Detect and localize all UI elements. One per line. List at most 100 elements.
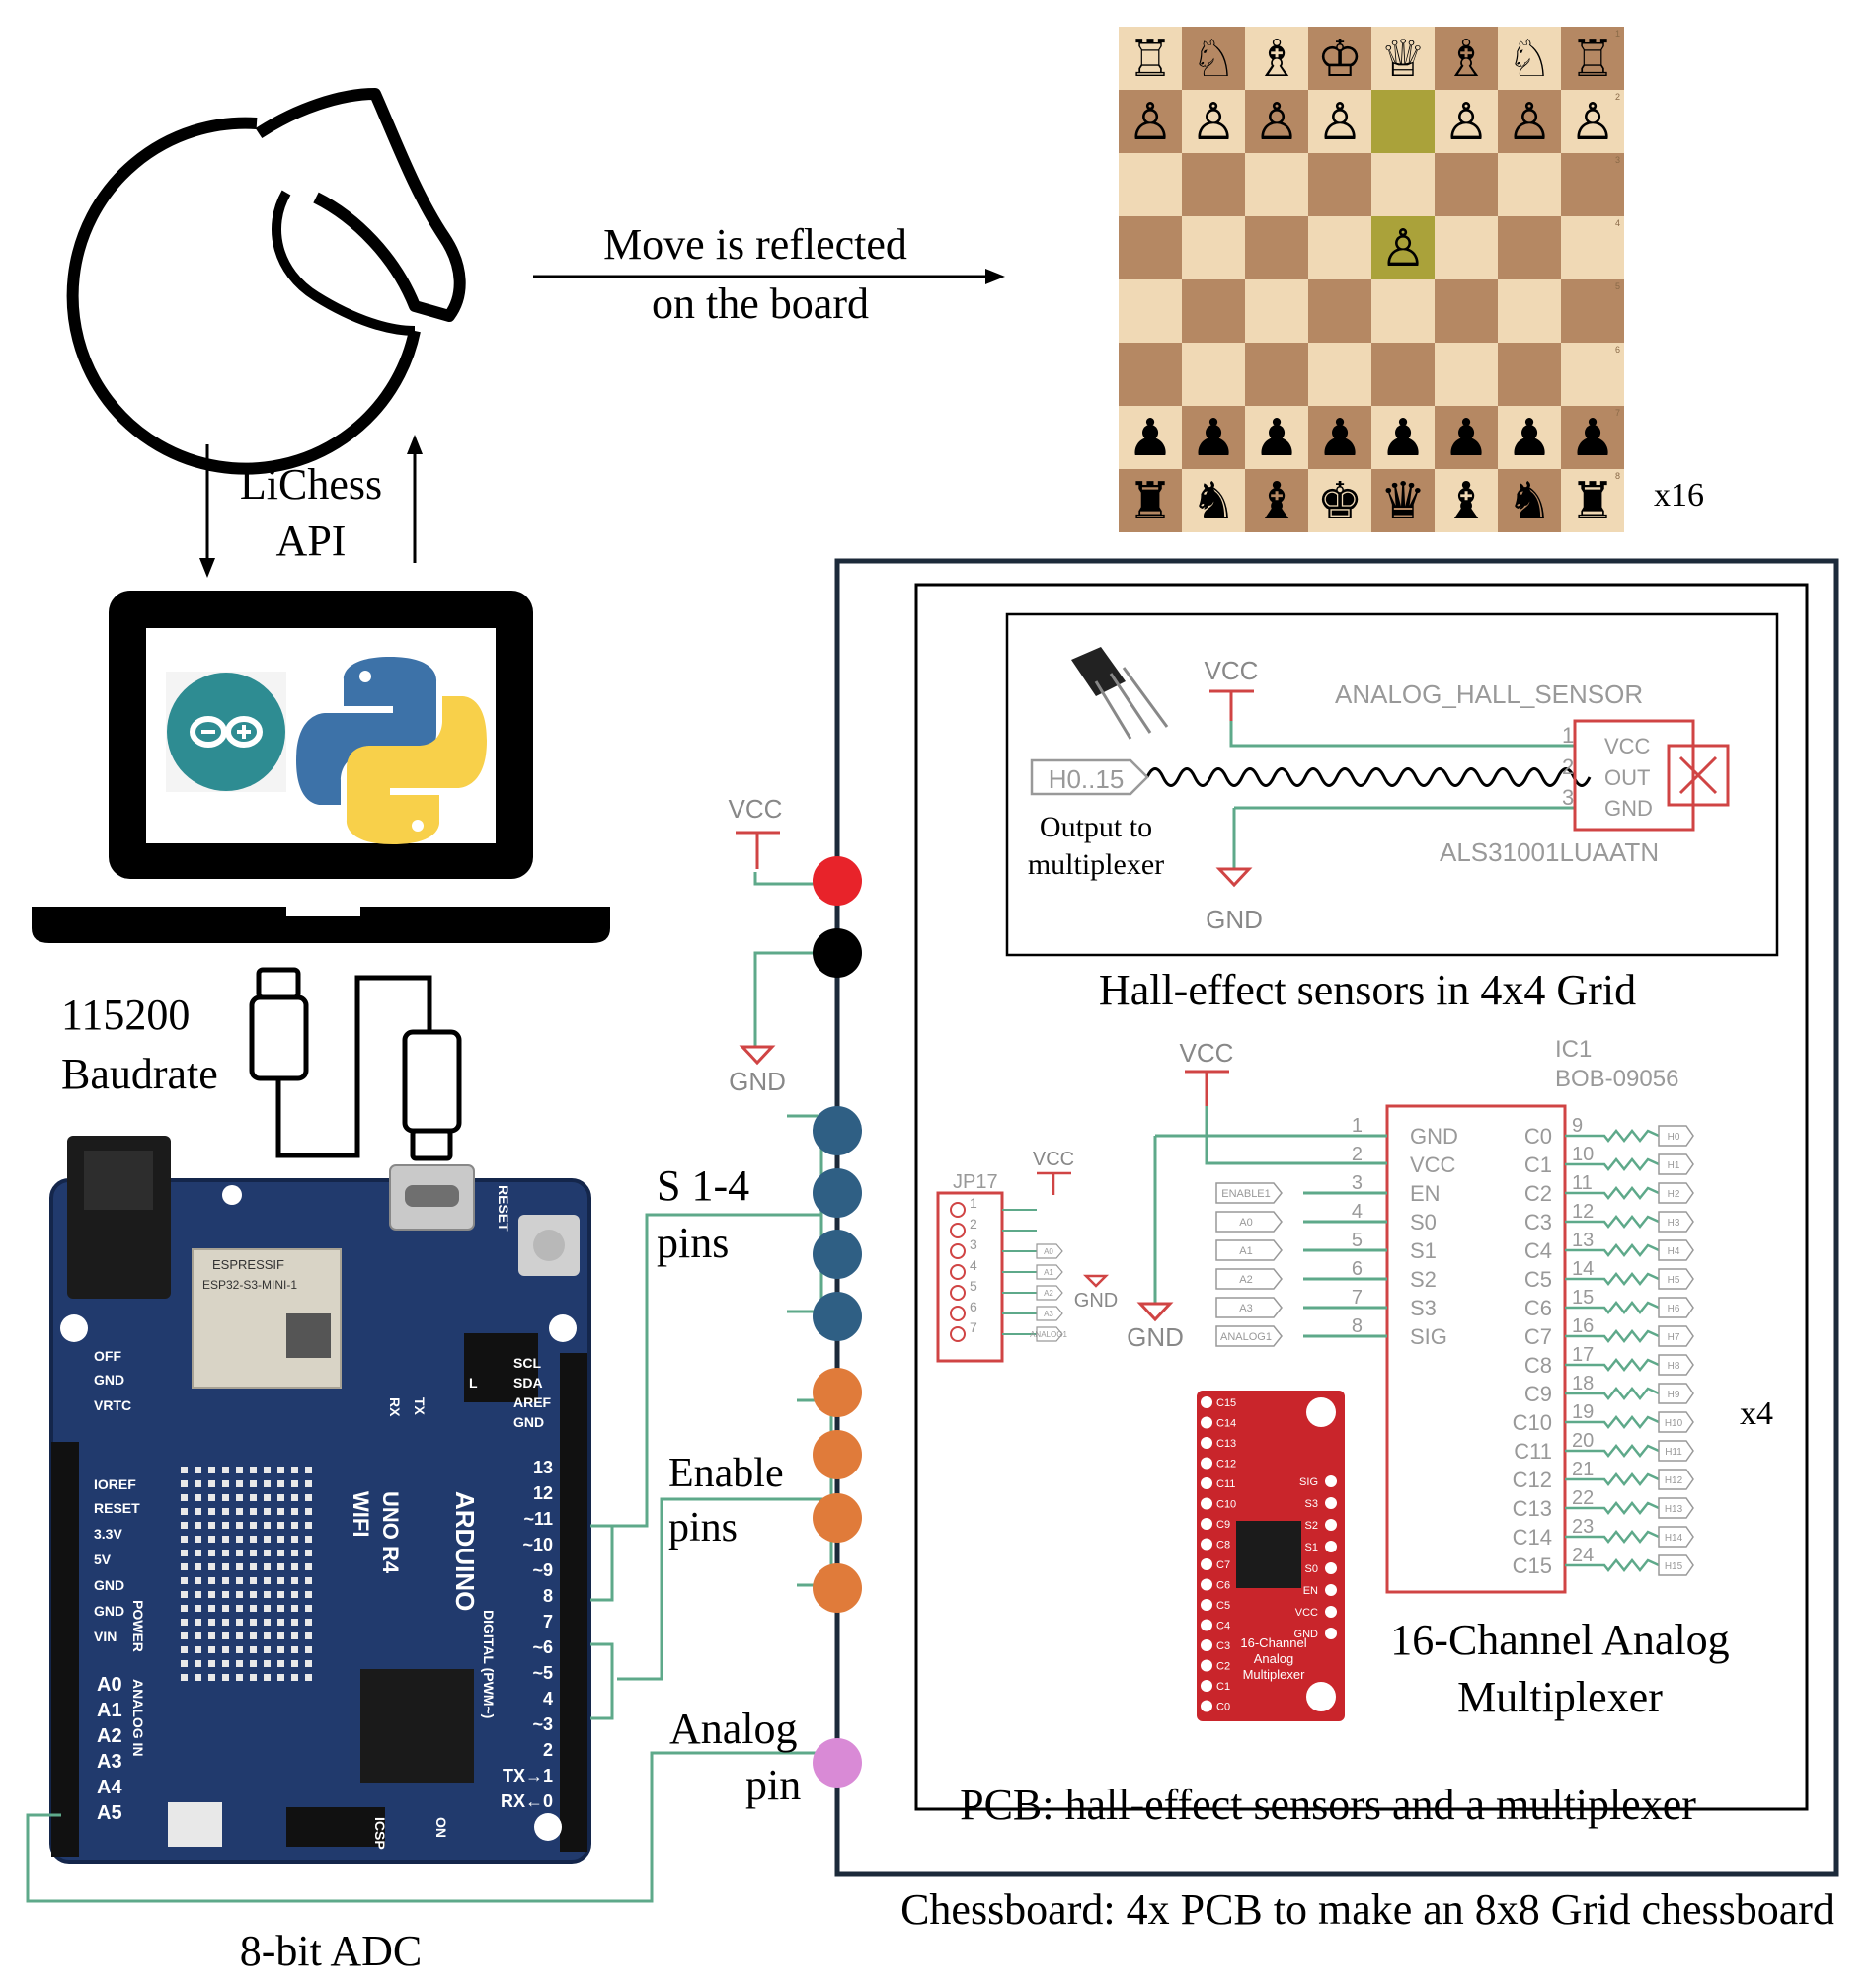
mux-channel-label: H15 (1665, 1561, 1683, 1572)
breakout-left-label: C8 (1216, 1540, 1230, 1551)
breakout-pad (1201, 1639, 1212, 1651)
led-dot (305, 1480, 312, 1487)
breakout-left-label: C1 (1216, 1681, 1230, 1693)
analog-pin-label: A4 (97, 1777, 122, 1798)
mux-right-pin-name: C5 (1524, 1267, 1552, 1292)
mux-net-label: A2 (1239, 1274, 1252, 1286)
board-square (1182, 153, 1245, 216)
led-dot (236, 1563, 243, 1570)
chess-piece: ♙ (1128, 94, 1174, 151)
led-dot (208, 1563, 215, 1570)
mux-channel-label: H14 (1665, 1533, 1683, 1544)
led-dot (236, 1674, 243, 1681)
s-pins-line2: pins (657, 1219, 729, 1267)
board-square (1435, 343, 1498, 406)
led-dot (250, 1577, 257, 1584)
led-dot (208, 1536, 215, 1543)
mux-right-pin-name: C6 (1524, 1296, 1552, 1320)
led-dot (264, 1577, 271, 1584)
led-dot (305, 1632, 312, 1639)
led-dot (264, 1646, 271, 1653)
chess-piece: ♗ (1254, 31, 1300, 88)
board-square (1119, 27, 1182, 90)
sensor-net-label: H0..15 (1049, 764, 1125, 794)
s-pins-line1: S 1-4 (657, 1161, 749, 1210)
sensor-pin-name: GND (1604, 796, 1653, 821)
enable-pins-line2: pins (668, 1505, 738, 1551)
led-dot (236, 1646, 243, 1653)
board-square (1245, 343, 1308, 406)
breakout-left-label: C7 (1216, 1559, 1230, 1571)
chess-piece: ♞ (1191, 473, 1237, 530)
mux-right-pin-name: C0 (1524, 1124, 1552, 1149)
rank-number: 6 (1615, 345, 1620, 355)
led-dot (305, 1508, 312, 1515)
board-square (1561, 153, 1624, 216)
board-square (1182, 279, 1245, 343)
mux-right-pin-number: 12 (1572, 1201, 1594, 1223)
mux-channel-tag (1658, 1268, 1694, 1290)
led-dot (250, 1550, 257, 1556)
board-square (1561, 90, 1624, 153)
chess-piece: ♞ (1507, 473, 1553, 530)
led-dot (305, 1577, 312, 1584)
led-dot (291, 1674, 298, 1681)
led-dot (208, 1480, 215, 1487)
breakout-left-label: C15 (1216, 1397, 1236, 1409)
mux-net-label: A1 (1239, 1245, 1252, 1257)
breakout-pad (1325, 1628, 1337, 1639)
pin-dot (813, 856, 862, 906)
led-dot (195, 1646, 201, 1653)
mux-channel-tag (1658, 1239, 1694, 1261)
analog-pin-label: A0 (97, 1674, 122, 1696)
led-dot (250, 1494, 257, 1501)
mux-channel-tag (1658, 1354, 1694, 1376)
mux-net-label: ANALOG1 (1220, 1331, 1272, 1343)
analog-pin-line1: Analog (669, 1705, 798, 1753)
led-dot (305, 1660, 312, 1667)
jp-pin-circle (950, 1326, 966, 1342)
sensor-output-line1: Output to (1040, 811, 1152, 843)
digital-pin-label: ~6 (532, 1637, 553, 1657)
mux-caption-line2: Multiplexer (1457, 1673, 1663, 1721)
led-dot (222, 1591, 229, 1598)
chess-piece: ♚ (1317, 473, 1364, 530)
pin-dot (813, 1563, 862, 1613)
mux-net-tag (1215, 1325, 1283, 1347)
mux-right-pin-number: 13 (1572, 1230, 1594, 1251)
led-dot (181, 1467, 188, 1473)
mux-right-pin-name: C8 (1524, 1353, 1552, 1378)
sensor-vcc-symbol (1209, 689, 1254, 721)
board-square (1119, 216, 1182, 279)
mux-left-pin-name: EN (1410, 1181, 1441, 1206)
board-square (1245, 90, 1308, 153)
chess-piece: ♙ (1317, 94, 1364, 151)
jp-label: JP17 (953, 1171, 998, 1193)
led-dot (222, 1550, 229, 1556)
mux-right-pin-name: C15 (1513, 1553, 1552, 1578)
led-dot (195, 1674, 201, 1681)
pin-dot (813, 1230, 862, 1279)
mux-channel-wire (1565, 1156, 1660, 1172)
led-dot (264, 1605, 271, 1612)
power-pin-label: GND (94, 1603, 124, 1619)
board-square (1435, 216, 1498, 279)
mux-net-tag (1215, 1268, 1283, 1290)
mux-channel-label: H11 (1665, 1447, 1682, 1458)
breakout-title-label: 16-Channel (1240, 1635, 1306, 1650)
jp-vcc-label: VCC (1033, 1149, 1074, 1170)
breakout-pad (1325, 1541, 1337, 1552)
board-square (1182, 343, 1245, 406)
breakout-pad (1201, 1416, 1212, 1429)
jp-pin-circle (950, 1223, 966, 1238)
led-dot (277, 1619, 284, 1626)
jp-pin-circle (950, 1264, 966, 1280)
led-dot (236, 1480, 243, 1487)
board-square (1308, 469, 1371, 532)
api-arrows (199, 435, 423, 578)
led-dot (250, 1480, 257, 1487)
jp-net-label: ANALOG1 (1030, 1330, 1067, 1339)
mux-left-pin-number: 6 (1352, 1258, 1363, 1280)
board-square (1245, 279, 1308, 343)
